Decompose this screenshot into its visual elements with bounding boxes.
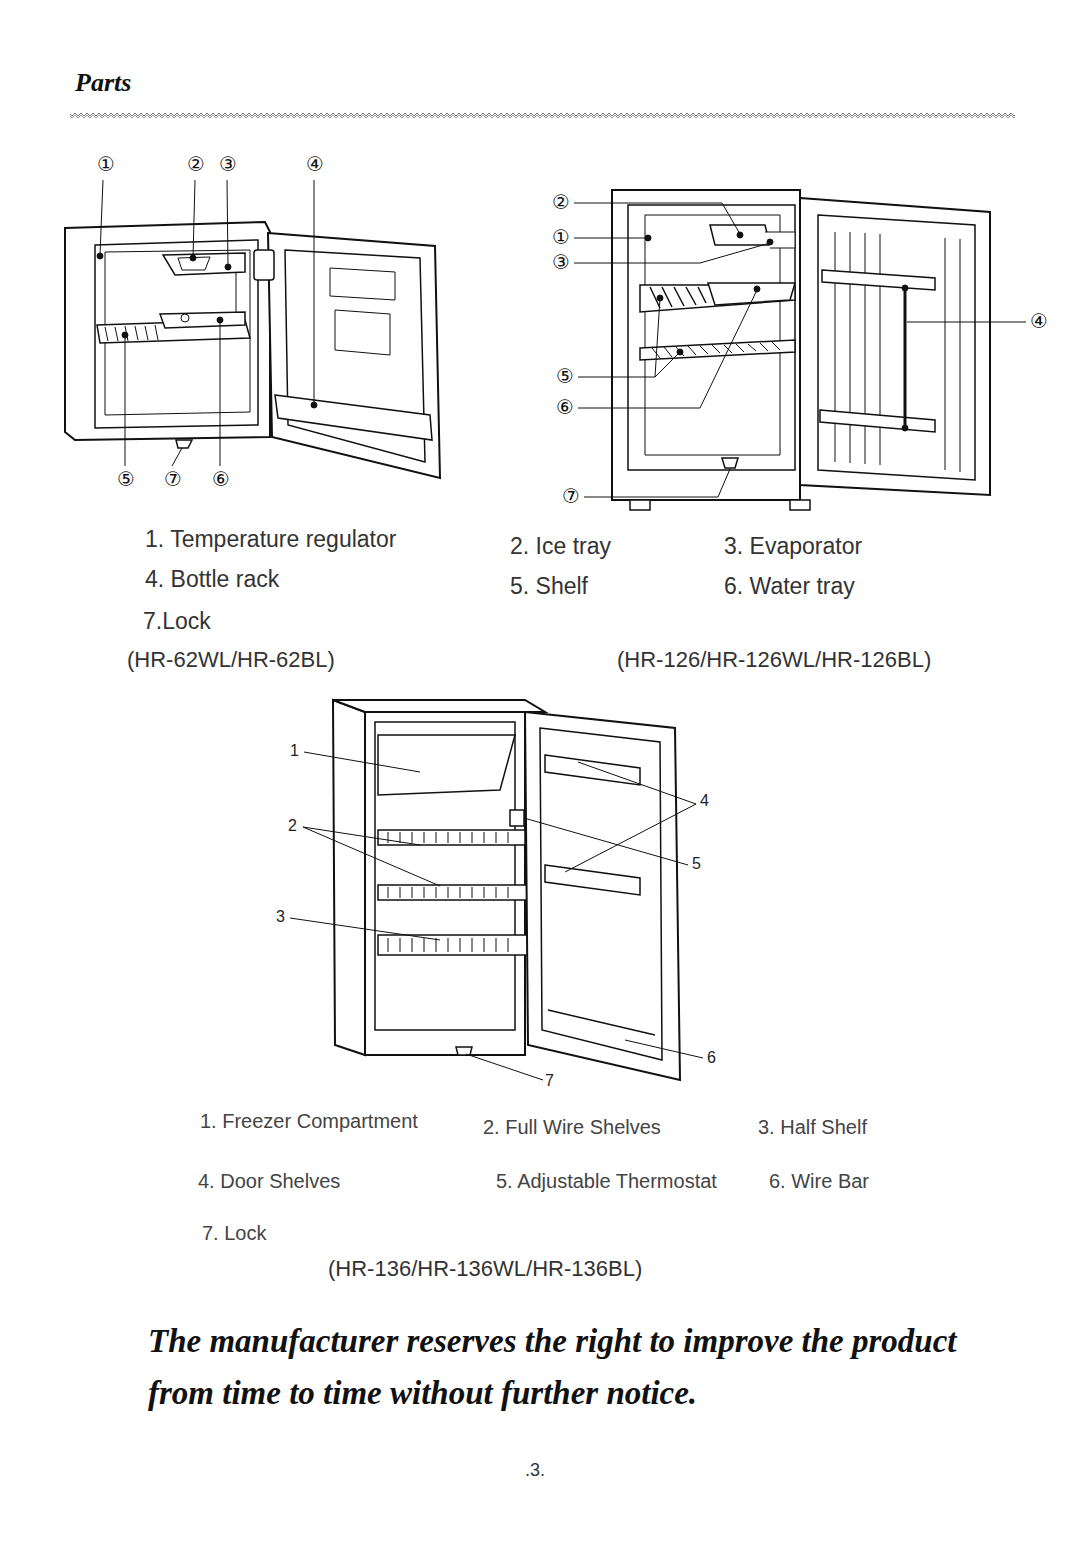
callout-number: ⑦	[164, 468, 182, 491]
callout-number: ⑥	[212, 468, 230, 491]
callout-number: 4	[700, 792, 709, 810]
tall-fridge	[333, 700, 680, 1080]
model-name: (HR-126/HR-126WL/HR-126BL)	[617, 647, 931, 672]
callout-number: ④	[1030, 310, 1048, 333]
callout-number: ⑥	[556, 396, 574, 419]
model-name: (HR-136/HR-136WL/HR-136BL)	[328, 1256, 642, 1281]
callout-number: 7	[545, 1072, 554, 1090]
model-name: (HR-62WL/HR-62BL)	[127, 647, 335, 672]
callout-number: 2	[288, 817, 297, 835]
callout-number: ⑦	[562, 485, 580, 508]
leader-lines	[574, 203, 1026, 497]
part-name: 5. Adjustable Thermostat	[496, 1170, 717, 1193]
callout-number: ③	[219, 153, 237, 176]
wavy-rule	[70, 110, 1015, 118]
callout-number: 6	[707, 1049, 716, 1067]
callout-number: ⑤	[117, 468, 135, 491]
small-fridge	[65, 222, 440, 478]
callout-number: ⑤	[556, 365, 574, 388]
part-name: 7. Lock	[202, 1222, 266, 1245]
callout-number: ④	[306, 153, 324, 176]
part-name: 1. Freezer Compartment	[200, 1110, 418, 1133]
notice: The manufacturer reserves the right to i…	[148, 1315, 968, 1419]
part-name: 6. Water tray	[724, 573, 855, 599]
part-name: 5. Shelf	[510, 573, 588, 599]
page-title: Parts	[75, 68, 131, 98]
part-name: 4. Door Shelves	[198, 1170, 340, 1193]
part-name: 7.Lock	[143, 608, 211, 634]
callout-number: ③	[552, 251, 570, 274]
callout-number: ①	[552, 226, 570, 249]
part-name: 1. Temperature regulator	[145, 526, 396, 552]
leader-lines	[290, 752, 703, 1080]
callout-number: 5	[692, 855, 701, 873]
part-name: 6. Wire Bar	[769, 1170, 869, 1193]
part-name: 3. Half Shelf	[758, 1116, 867, 1139]
callout-number: ①	[97, 153, 115, 176]
leader-lines	[97, 180, 317, 466]
part-name: 2. Full Wire Shelves	[483, 1116, 661, 1139]
callout-number: 3	[276, 908, 285, 926]
callout-number: ②	[552, 191, 570, 214]
callout-number: 1	[290, 742, 299, 760]
page-number: .3.	[525, 1460, 545, 1481]
part-name: 4. Bottle rack	[145, 566, 279, 592]
part-name: 2. Ice tray	[510, 533, 611, 559]
medium-fridge	[612, 190, 990, 510]
part-name: 3. Evaporator	[724, 533, 862, 559]
callout-number: ②	[187, 153, 205, 176]
